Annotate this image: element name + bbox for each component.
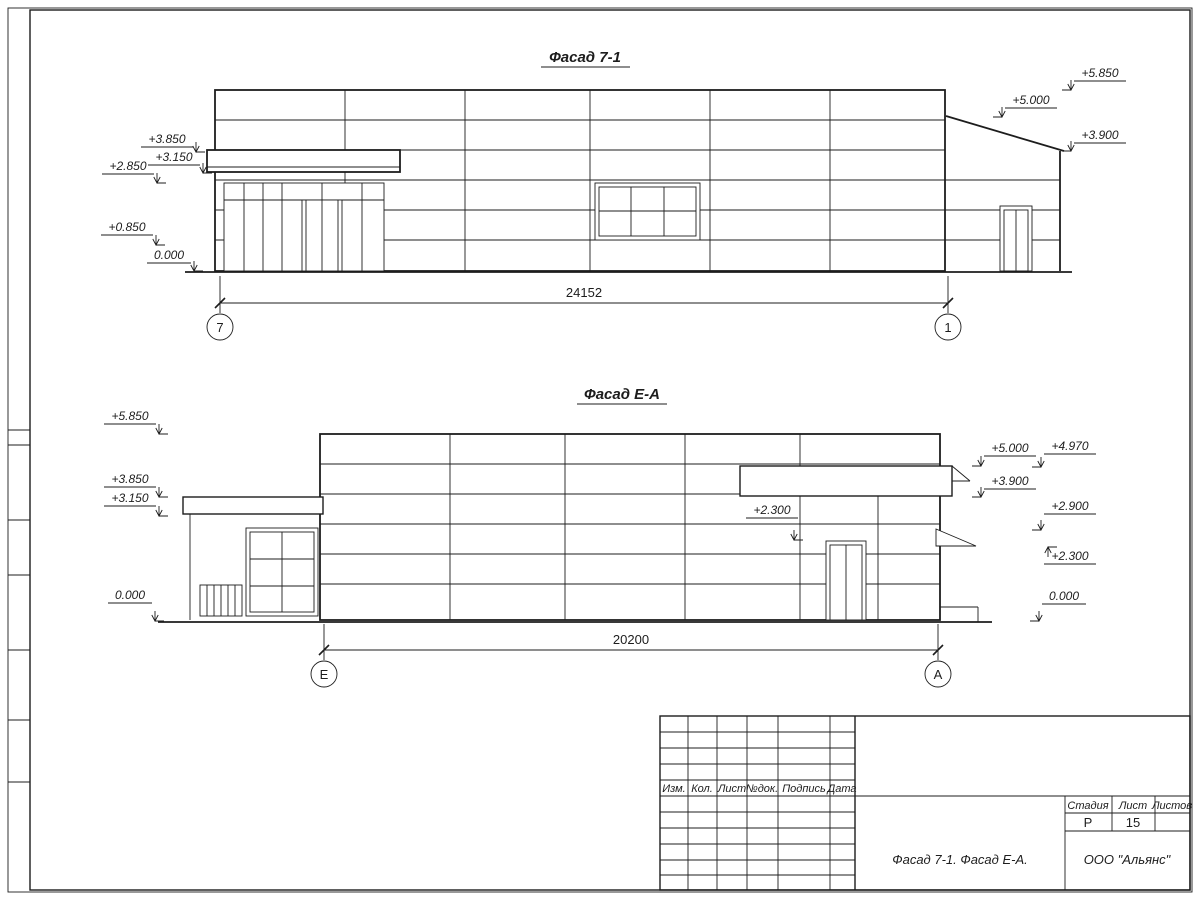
facade2-dimension-value: 20200 [613, 632, 649, 647]
elevation-mark: +3.150 [148, 150, 213, 174]
facade2-vent-grille [199, 584, 243, 617]
elevation-mark-label: +0.850 [108, 220, 145, 234]
stadiya-label: Стадия [1067, 800, 1108, 812]
title-block-right-grid [855, 795, 1190, 890]
elevation-mark-label: +3.150 [111, 491, 148, 505]
axis-label-a: А [934, 667, 943, 682]
col-kol: Кол. [691, 783, 713, 795]
col-podpis: Подпись [782, 783, 826, 795]
facade2-panel-lines-v [449, 434, 879, 620]
elevation-mark-label: +3.850 [111, 472, 148, 486]
elevation-mark-label: +4.970 [1051, 439, 1088, 453]
axis-bubble-e [310, 660, 338, 688]
elevation-mark-label: +3.900 [1081, 128, 1118, 142]
axis-label-1: 1 [944, 320, 951, 335]
elevation-mark: +2.850 [102, 159, 167, 184]
axis-label-e: Е [320, 667, 329, 682]
listov-label: Листов [1151, 800, 1192, 812]
elevation-mark-label: +5.000 [1012, 93, 1049, 107]
facade-7-1: Фасад 7-1 [101, 49, 1126, 341]
col-ndok: №док. [746, 783, 778, 795]
elevation-mark-label: 0.000 [154, 248, 184, 262]
facade2-annex [182, 496, 324, 620]
elevation-mark-label: +5.850 [111, 409, 148, 423]
facade2-door [825, 540, 867, 621]
list-label: Лист [1118, 800, 1147, 812]
elevation-mark: +2.900 [1031, 499, 1096, 531]
elevation-mark: 0.000 [108, 588, 165, 622]
elevation-mark-label: 0.000 [115, 588, 145, 602]
facade2-canopy [739, 465, 971, 497]
facade1-window [594, 182, 701, 241]
sheet-number: 15 [1126, 815, 1140, 830]
elevation-mark: 0.000 [1029, 589, 1086, 622]
col-izm: Изм. [662, 783, 685, 795]
facade1-panel-lines-h [215, 119, 945, 241]
elevation-mark: +3.900 [1061, 128, 1126, 152]
axis-bubble-a [924, 660, 952, 688]
axis-bubble-7 [206, 313, 234, 341]
elevation-mark-label: +2.300 [1051, 549, 1088, 563]
facade2-annex-canopy [182, 496, 324, 515]
elevation-mark: +5.000 [971, 441, 1036, 467]
facade2-elevation-marks: +5.850 +3.850 +3.150 0.000 +2.300 [104, 409, 1096, 622]
facade2-dimension: 20200 Е А [310, 624, 952, 688]
facade1-dimension-value: 24152 [566, 285, 602, 300]
elevation-mark-label: +5.000 [991, 441, 1028, 455]
frame-side-stamp [8, 429, 30, 783]
elevation-mark: +3.150 [104, 491, 169, 517]
facade-e-a: Фасад Е-А [104, 386, 1096, 688]
axis-bubble-1 [934, 313, 962, 341]
elevation-mark: +2.300 [1044, 546, 1096, 565]
organization-name: ООО "Альянс" [1084, 852, 1172, 867]
facade2-annex-window [245, 527, 319, 617]
elevation-mark: 0.000 [147, 248, 204, 272]
elevation-mark: +0.850 [101, 220, 166, 246]
elevation-mark: +3.900 [971, 474, 1036, 498]
elevation-mark: +5.850 [104, 409, 169, 435]
elevation-mark: +3.850 [104, 472, 169, 498]
facade2-wedge-canopy [935, 528, 977, 547]
facade1-dimension: 24152 7 1 [206, 276, 962, 341]
facade1-panel-lines-v [344, 90, 831, 271]
axis-label-7: 7 [216, 320, 223, 335]
facade2-panel-lines-h [320, 463, 940, 585]
facade2-building-outline [319, 433, 941, 621]
elevation-mark: +3.850 [141, 132, 206, 153]
elevation-mark-label: 0.000 [1049, 589, 1079, 603]
elevation-mark-label: +3.900 [991, 474, 1028, 488]
elevation-mark: +5.850 [1061, 66, 1126, 91]
facade1-storefront [223, 182, 385, 272]
title-block-grid [660, 716, 855, 890]
facade1-building-outline [214, 89, 946, 272]
elevation-mark-label: +2.900 [1051, 499, 1088, 513]
page-frame [7, 7, 1193, 893]
col-data: Дата [825, 783, 856, 795]
facade1-side-door [999, 205, 1033, 272]
facade2-step [940, 606, 979, 622]
elevation-mark: +5.000 [992, 93, 1057, 118]
facade1-title: Фасад 7-1 [549, 49, 621, 66]
facade1-entrance-canopy [206, 149, 401, 173]
facade1-annex-roof-slope [945, 115, 1065, 152]
elevation-mark-label: +2.300 [753, 503, 790, 517]
elevation-mark-label: +5.850 [1081, 66, 1118, 80]
title-block: Изм. Кол. Лист №док. Подпись Дата Стадия… [659, 715, 1192, 891]
facade1-elevation-marks: +3.850 +3.150 +2.850 +0.850 0.000 [101, 66, 1126, 272]
elevation-mark-label: +3.850 [148, 132, 185, 146]
facade2-title: Фасад Е-А [584, 386, 660, 403]
elevation-mark: +4.970 [1031, 439, 1096, 468]
col-list: Лист [717, 783, 746, 795]
document-title: Фасад 7-1. Фасад Е-А. [892, 852, 1027, 867]
elevation-mark-label: +2.850 [109, 159, 146, 173]
elevation-mark: +2.300 [746, 503, 804, 541]
stadiya-value: Р [1084, 815, 1093, 830]
elevation-mark-label: +3.150 [155, 150, 192, 164]
